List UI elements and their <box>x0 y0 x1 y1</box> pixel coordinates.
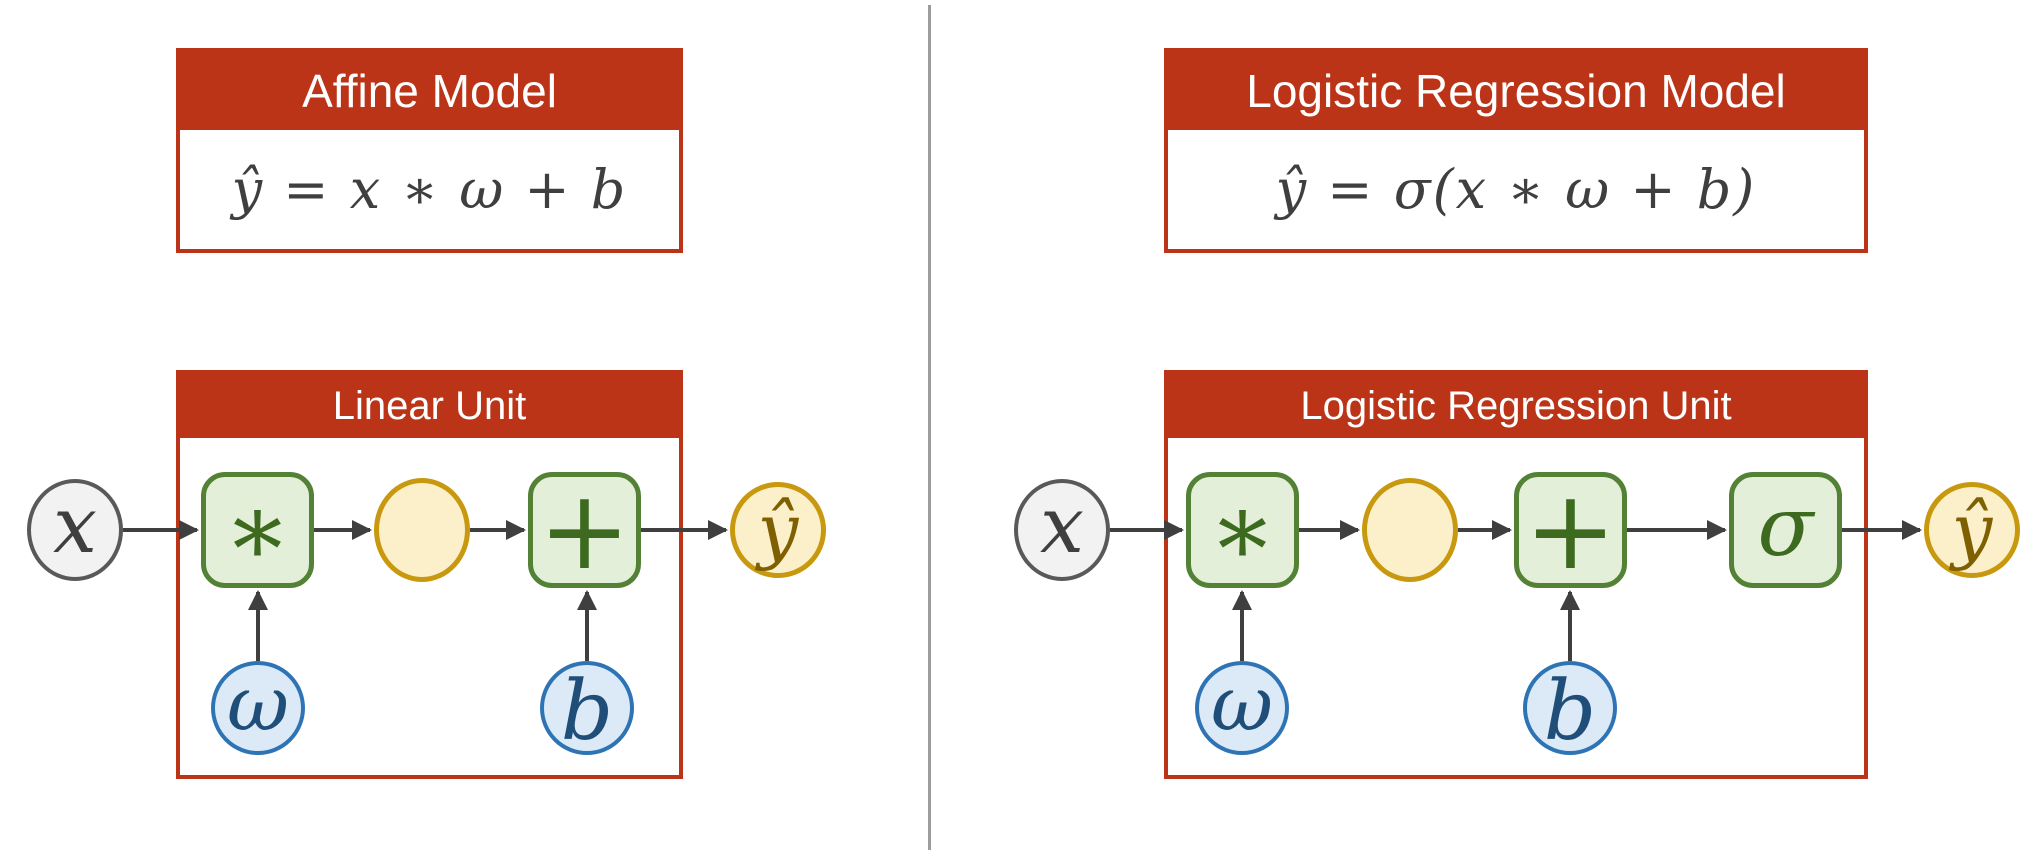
affine-model-title: Affine Model <box>180 52 679 130</box>
input-node: x <box>27 479 123 581</box>
bias-node: b <box>540 661 634 755</box>
affine-model-box: Affine Model ŷ = x ∗ ω + b <box>176 48 683 253</box>
weight-node: ω <box>211 661 305 755</box>
add-node: + <box>528 472 641 588</box>
input-node-label: x <box>1040 481 1084 571</box>
logistic-unit-title: Logistic Regression Unit <box>1168 374 1864 438</box>
input-node-label: x <box>53 481 97 571</box>
multiply-node-label: ∗ <box>1208 471 1277 588</box>
affine-model-formula: ŷ = x ∗ ω + b <box>231 158 628 221</box>
multiply-node-label: ∗ <box>223 471 292 588</box>
sigma-node-label: σ <box>1757 480 1814 575</box>
multiply-node: ∗ <box>1186 472 1299 588</box>
weight-node: ω <box>1195 661 1289 755</box>
add-node-label: + <box>1524 466 1617 594</box>
bias-node: b <box>1523 661 1617 755</box>
output-node-label: ŷ <box>1951 488 1993 572</box>
weight-node-label: ω <box>1211 659 1273 748</box>
intermediate-node <box>1362 478 1458 582</box>
add-node-label: + <box>538 466 631 594</box>
logistic-model-formula: ŷ = σ(x ∗ ω + b) <box>1275 158 1757 221</box>
weight-node-label: ω <box>227 659 289 748</box>
multiply-node: ∗ <box>201 472 314 588</box>
bias-node-label: b <box>560 664 614 759</box>
logistic-model-box: Logistic Regression Model ŷ = σ(x ∗ ω + … <box>1164 48 1868 253</box>
output-node: ŷ <box>1924 482 2020 578</box>
input-node: x <box>1014 479 1110 581</box>
linear-unit-title: Linear Unit <box>180 374 679 438</box>
add-node: + <box>1514 472 1627 588</box>
intermediate-node <box>374 478 470 582</box>
panel-divider <box>928 5 931 850</box>
logistic-model-title: Logistic Regression Model <box>1168 52 1864 130</box>
sigma-node: σ <box>1729 472 1842 588</box>
output-node-label: ŷ <box>757 488 799 572</box>
output-node: ŷ <box>730 482 826 578</box>
bias-node-label: b <box>1543 664 1597 759</box>
